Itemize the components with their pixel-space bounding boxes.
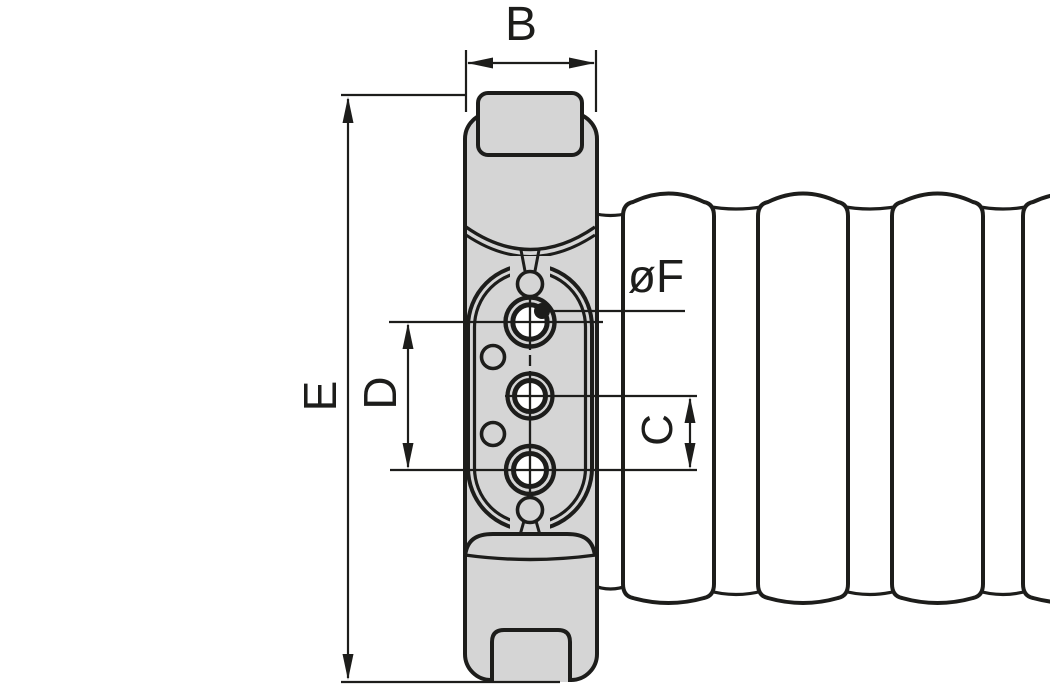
b-arrowhead-right — [569, 57, 595, 69]
dimension-b — [464, 50, 598, 112]
e-arrowhead-top — [342, 97, 354, 123]
bottom-pilot-circle — [515, 495, 545, 525]
label-dimension-c: C — [633, 414, 682, 446]
e-arrowhead-bottom — [342, 654, 354, 680]
dimension-e — [341, 93, 560, 684]
boss-gap-top — [510, 256, 550, 278]
side-hole-upper — [479, 343, 507, 371]
d-arrowhead-top — [402, 323, 414, 349]
diameter-f-leader — [534, 303, 685, 319]
lower-shoulder-line — [464, 553, 597, 562]
bottom-slot — [490, 628, 572, 682]
label-dimension-d: D — [354, 376, 406, 410]
centerlines — [389, 296, 697, 497]
dimension-c — [684, 397, 696, 469]
lower-arch — [463, 532, 597, 557]
upper-funnel-curve — [465, 225, 596, 252]
dimension-d — [402, 323, 414, 469]
label-dimension-e: E — [294, 380, 346, 412]
top-cap — [476, 91, 584, 157]
conduit-ridge — [1021, 193, 1050, 604]
label-diameter-f: øF — [627, 250, 685, 302]
top-neck-line — [519, 249, 527, 272]
label-dimension-b: B — [504, 0, 537, 51]
top-pilot-circle — [515, 269, 545, 299]
side-hole-lower — [479, 420, 507, 448]
corrugated-conduit — [590, 191, 1050, 605]
b-arrowhead-left — [467, 57, 493, 69]
top-neck-line — [533, 249, 541, 272]
conduit-ridge — [756, 191, 850, 605]
c-arrowhead-bottom — [684, 443, 696, 469]
c-arrowhead-top — [684, 397, 696, 423]
conduit-ridge — [621, 191, 716, 605]
conduit-ridge — [890, 191, 985, 605]
d-arrowhead-bottom — [402, 443, 414, 469]
f-leader-dot — [534, 303, 550, 319]
